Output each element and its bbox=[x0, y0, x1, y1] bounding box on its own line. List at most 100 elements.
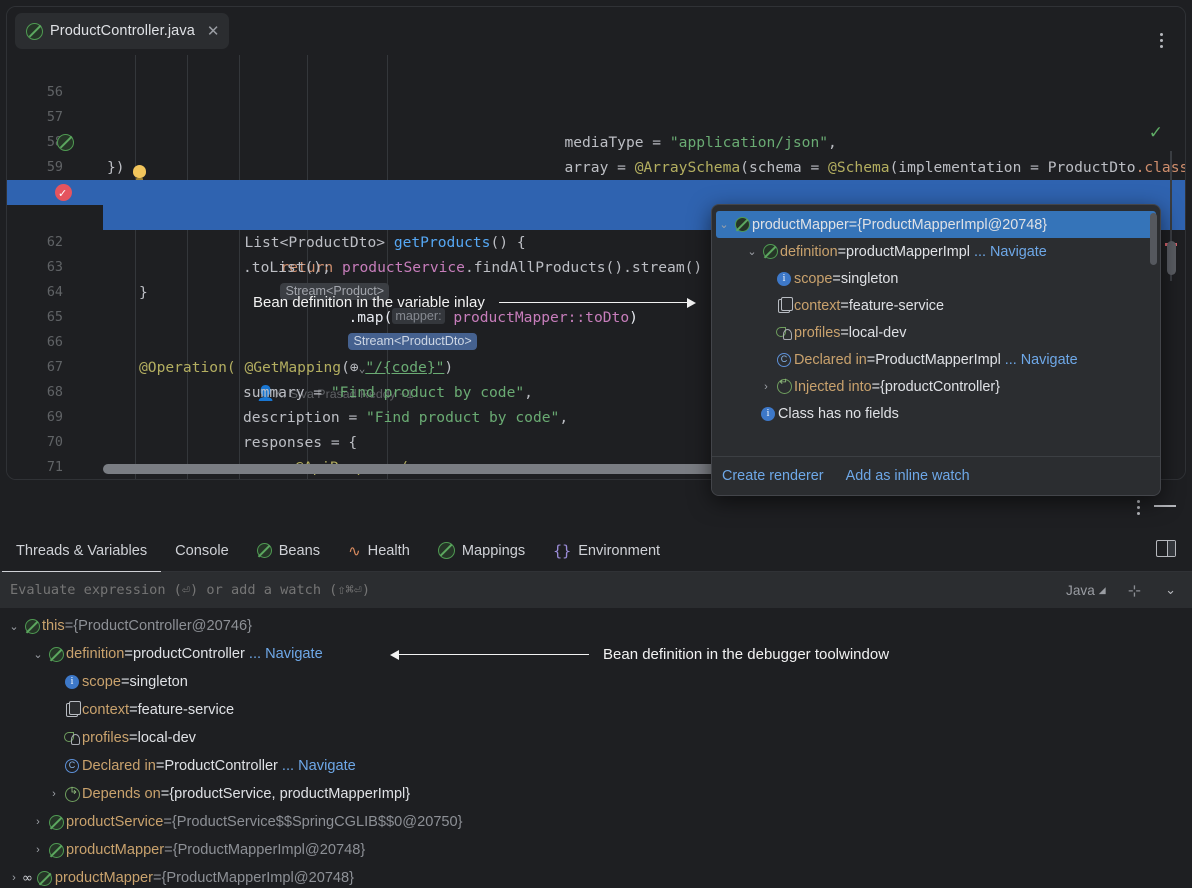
url-globe-icon[interactable]: ⊕ bbox=[349, 359, 359, 376]
add-inline-watch-link[interactable]: Add as inline watch bbox=[845, 468, 970, 484]
arrow-head-icon bbox=[390, 649, 399, 660]
popup-row-value: ProductMapperImpl bbox=[875, 351, 1001, 368]
tab-mappings[interactable]: Mappings bbox=[424, 530, 539, 572]
type-inlay-hint[interactable]: Stream<Product> bbox=[280, 283, 390, 300]
navigate-link[interactable]: ... Navigate bbox=[248, 646, 323, 662]
bean-definition-popup[interactable]: ⌄ productMapper = {ProductMapperImpl@207… bbox=[711, 204, 1161, 496]
variable-row-context[interactable]: context = feature-service bbox=[0, 696, 1192, 724]
add-watch-icon[interactable]: ⊹ bbox=[1127, 580, 1142, 600]
chevron-down-icon[interactable]: ⌄ bbox=[33, 648, 43, 661]
variable-row-productmapper[interactable]: › productMapper = {ProductMapperImpl@207… bbox=[0, 836, 1192, 864]
info-icon: i bbox=[62, 675, 82, 689]
author-icon: 👤 bbox=[256, 385, 275, 402]
line-number: 71 bbox=[46, 460, 63, 475]
popup-row-definition[interactable]: ⌄ definition = productMapperImpl ... Nav… bbox=[712, 238, 1160, 265]
variable-value: feature-service bbox=[137, 702, 235, 718]
info-icon: i bbox=[758, 406, 778, 421]
variable-name: definition bbox=[66, 646, 125, 662]
close-icon[interactable]: ✕ bbox=[206, 22, 220, 40]
tab-beans[interactable]: Beans bbox=[243, 530, 334, 572]
chevron-down-icon[interactable]: ◢ bbox=[1098, 584, 1106, 595]
variable-row-scope[interactable]: i scope = singleton bbox=[0, 668, 1192, 696]
popup-row-scope[interactable]: i scope = singleton bbox=[712, 265, 1160, 292]
navigate-link[interactable]: ... Navigate bbox=[974, 243, 1047, 260]
code-token: } bbox=[139, 284, 148, 301]
tab-health[interactable]: ∿ Health bbox=[334, 530, 424, 572]
chevron-right-icon[interactable]: › bbox=[12, 872, 16, 884]
navigate-link[interactable]: ... Navigate bbox=[1004, 351, 1078, 368]
popup-scrollbar[interactable] bbox=[1150, 213, 1157, 265]
variable-eq: = bbox=[129, 702, 138, 718]
annotation-label: Bean definition in the debugger toolwind… bbox=[603, 646, 890, 663]
breakpoint-icon[interactable] bbox=[55, 181, 72, 209]
context-icon bbox=[62, 701, 82, 717]
inspection-ok-icon[interactable]: ✓ bbox=[1148, 123, 1163, 142]
tab-label: Beans bbox=[278, 542, 321, 559]
chevron-right-icon[interactable]: › bbox=[52, 788, 56, 800]
variable-eq: = bbox=[120, 674, 130, 690]
variable-row-productservice[interactable]: › productService = {ProductService$$Spri… bbox=[0, 808, 1192, 836]
layout-icon[interactable] bbox=[1156, 540, 1176, 557]
minimize-button[interactable] bbox=[1154, 498, 1176, 512]
variable-row-productmapper-watch[interactable]: › ∞ productMapper = {ProductMapperImpl@2… bbox=[0, 864, 1192, 888]
popup-row-value: feature-service bbox=[848, 297, 944, 314]
profiles-icon bbox=[774, 326, 794, 340]
popup-row-declared-in[interactable]: C Declared in = ProductMapperImpl ... Na… bbox=[712, 346, 1160, 373]
tab-threads-and-variables[interactable]: Threads & Variables bbox=[2, 530, 162, 573]
navigate-link[interactable]: ... Navigate bbox=[281, 758, 356, 774]
tab-environment[interactable]: {} Environment bbox=[539, 530, 674, 572]
variable-row-definition[interactable]: ⌄ definition = productController ... Nav… bbox=[0, 640, 1192, 668]
mappings-icon bbox=[437, 542, 455, 559]
code-token: (implementation = ProductDto bbox=[889, 159, 1136, 176]
editor-horizontal-scrollbar[interactable] bbox=[103, 464, 1179, 474]
bean-icon bbox=[46, 814, 66, 830]
popup-row-injected-into[interactable]: › Injected into = {productController} bbox=[712, 373, 1160, 400]
code-token: List<ProductDto> bbox=[244, 234, 394, 251]
language-selector-label[interactable]: Java bbox=[1066, 582, 1095, 598]
popup-row-productmapper[interactable]: ⌄ productMapper = {ProductMapperImpl@207… bbox=[716, 211, 1156, 238]
chevron-right-icon[interactable]: › bbox=[36, 816, 40, 828]
toolwindow-options-button[interactable] bbox=[1137, 500, 1140, 515]
code-line-62: 62 .toList(); bbox=[7, 205, 1185, 276]
spring-bean-gutter-icon[interactable] bbox=[57, 134, 74, 159]
intention-bulb-icon[interactable] bbox=[133, 161, 146, 186]
chevron-down-icon[interactable]: ⌄ bbox=[1165, 582, 1176, 597]
popup-row-profiles[interactable]: profiles = local-dev bbox=[712, 319, 1160, 346]
tab-console[interactable]: Console bbox=[161, 530, 243, 572]
variable-row-depends-on[interactable]: › Depends on = {productService, productM… bbox=[0, 780, 1192, 808]
editor-tab-productcontroller[interactable]: ProductController.java ✕ bbox=[15, 13, 230, 49]
popup-row-context[interactable]: context = feature-service bbox=[712, 292, 1160, 319]
variable-row-this[interactable]: ⌄ this = {ProductController@20746} bbox=[0, 612, 1192, 640]
editor-vertical-scrollbar[interactable] bbox=[1167, 241, 1176, 275]
line-number: 59 bbox=[46, 160, 63, 175]
infinity-icon: ∞ bbox=[22, 870, 33, 886]
code-token: , bbox=[559, 409, 569, 426]
variables-tree[interactable]: ⌄ this = {ProductController@20746} ⌄ def… bbox=[0, 612, 1192, 888]
chevron-down-icon[interactable]: ⌄ bbox=[9, 620, 19, 633]
variable-row-profiles[interactable]: profiles = local-dev bbox=[0, 724, 1192, 752]
health-icon: ∿ bbox=[348, 541, 361, 560]
depends-on-icon bbox=[62, 786, 82, 802]
editor-options-button[interactable] bbox=[1160, 33, 1163, 48]
evaluate-expression-input[interactable] bbox=[0, 582, 1067, 598]
popup-row-eq: = bbox=[840, 324, 849, 341]
code-line-59: 59 List<ProductDto> getProducts() { bbox=[7, 130, 1185, 251]
chevron-right-icon[interactable]: › bbox=[764, 380, 768, 393]
line-number: 66 bbox=[46, 335, 63, 350]
chevron-right-icon[interactable]: › bbox=[36, 844, 40, 856]
chevron-down-icon[interactable]: ⌄ bbox=[358, 362, 366, 375]
chevron-down-icon[interactable]: ⌄ bbox=[747, 246, 757, 258]
create-renderer-link[interactable]: Create renderer bbox=[722, 468, 824, 484]
code-token: @Operation( bbox=[139, 359, 236, 376]
line-number: 64 bbox=[46, 285, 63, 300]
popup-row-name: Injected into bbox=[794, 378, 872, 395]
scrollbar-thumb[interactable] bbox=[103, 464, 1147, 474]
popup-row-name: productMapper bbox=[752, 216, 849, 233]
code-token: }) bbox=[107, 159, 125, 176]
parameter-name-hint[interactable]: mapper: bbox=[392, 308, 445, 324]
code-line-60: 60 return productService.findAllProducts… bbox=[7, 155, 1185, 300]
variable-value: ProductController bbox=[164, 758, 278, 774]
type-inlay-hint[interactable]: Stream<ProductDto> bbox=[348, 333, 477, 350]
variable-row-declared-in[interactable]: C Declared in = ProductController ... Na… bbox=[0, 752, 1192, 780]
chevron-down-icon[interactable]: ⌄ bbox=[719, 219, 729, 231]
